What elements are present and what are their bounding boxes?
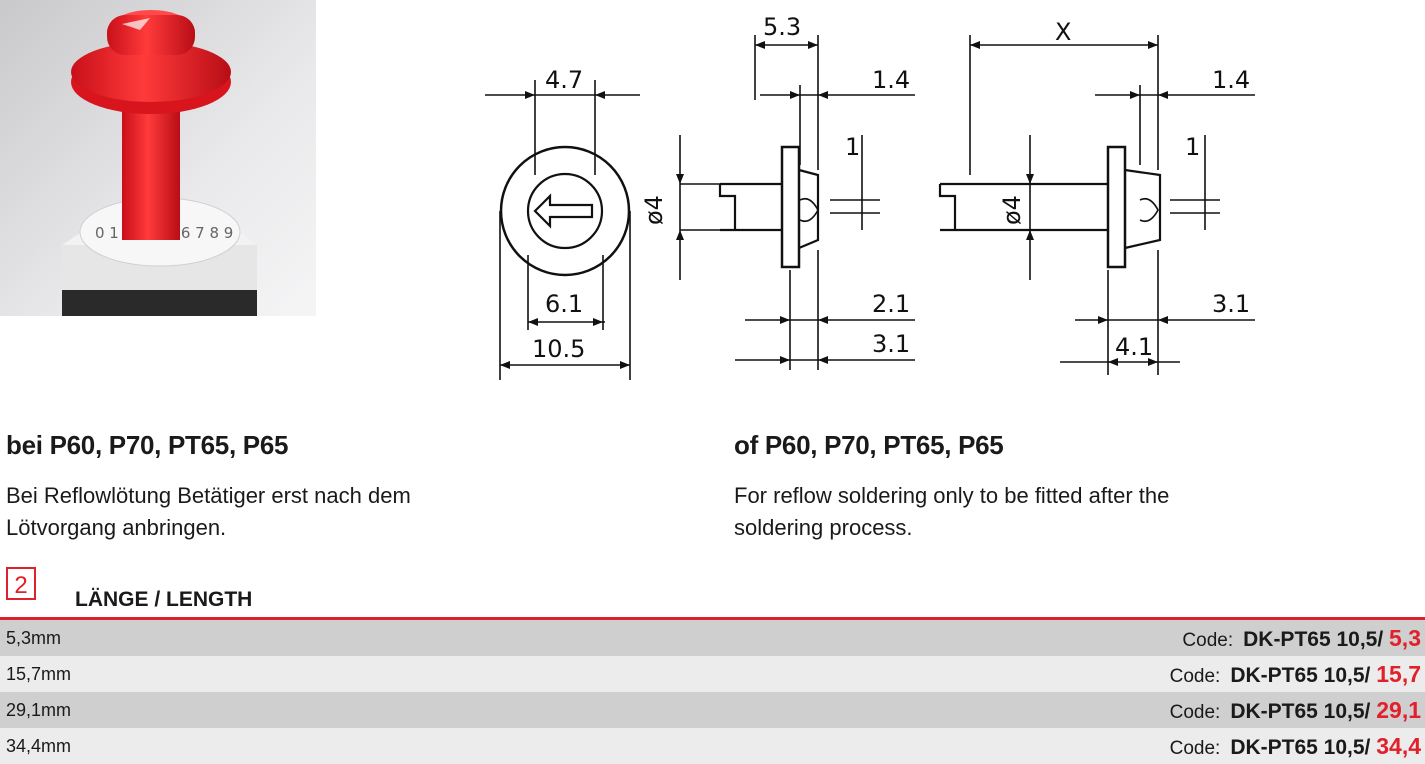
length-value: 29,1mm — [6, 699, 72, 720]
technical-drawing: 4.7 6.1 10.5 5.3 1.4 1 ø4 2.1 3.1 X 1.4 … — [485, 13, 1255, 380]
dim-6-1: 6.1 — [545, 290, 583, 318]
dim-1-4-long: 1.4 — [1212, 66, 1250, 94]
arrow-icon — [122, 18, 150, 30]
code-label: Code: — [1169, 701, 1221, 723]
code-value: DK-PT65 10,5/ — [1230, 663, 1377, 687]
dim-1-short: 1 — [845, 133, 860, 161]
heading-de: bei P60, P70, PT65, P65 — [6, 430, 289, 460]
table-row: 34,4mm Code: DK-PT65 10,5/ 34,4 — [0, 728, 1425, 764]
length-table: 5,3mm Code: DK-PT65 10,5/ 5,3 15,7mm Code… — [0, 620, 1425, 764]
actuator-head — [71, 42, 231, 102]
body-text-de: Bei Reflowlötung Betätiger erst nach dem… — [6, 483, 411, 540]
code-suffix: 34,4 — [1376, 732, 1421, 759]
dim-1-4-short: 1.4 — [872, 66, 910, 94]
side-long-flange — [1106, 145, 1127, 269]
side-short-flange — [780, 145, 801, 269]
code-label: Code: — [1182, 629, 1234, 651]
code-suffix: 29,1 — [1376, 696, 1421, 723]
heading-en: of P60, P70, PT65, P65 — [734, 430, 1004, 460]
dim-10-5: 10.5 — [532, 335, 585, 363]
section-number: 2 — [6, 567, 36, 600]
dim-5-3: 5.3 — [763, 13, 801, 41]
dim-4-7: 4.7 — [545, 66, 583, 94]
section-divider — [0, 617, 1425, 620]
dim-x: X — [1055, 18, 1071, 46]
dim-4-1: 4.1 — [1115, 333, 1153, 361]
table-row: 5,3mm Code: DK-PT65 10,5/ 5,3 — [0, 620, 1425, 656]
code-cell: Code: DK-PT65 10,5/ 29,1 — [1170, 697, 1421, 724]
front-view-outer — [499, 145, 631, 277]
code-cell: Code: DK-PT65 10,5/ 5,3 — [1182, 625, 1421, 652]
dim-diameter-long: ø4 — [998, 195, 1026, 225]
actuator-shaft — [122, 100, 180, 240]
length-value: 5,3mm — [6, 627, 62, 648]
length-value: 15,7mm — [6, 663, 72, 684]
table-row: 29,1mm Code: DK-PT65 10,5/ 29,1 — [0, 692, 1425, 728]
code-label: Code: — [1169, 665, 1221, 687]
dim-2-1: 2.1 — [872, 290, 910, 318]
front-view-inner — [526, 172, 604, 250]
dim-1-long: 1 — [1185, 133, 1200, 161]
code-cell: Code: DK-PT65 10,5/ 15,7 — [1170, 661, 1421, 688]
table-row: 15,7mm Code: DK-PT65 10,5/ 15,7 — [0, 656, 1425, 692]
length-value: 34,4mm — [6, 735, 72, 756]
dim-3-1-short: 3.1 — [872, 330, 910, 358]
dim-diameter-short: ø4 — [640, 195, 668, 225]
arrow-icon — [533, 193, 594, 229]
body-text-en: For reflow soldering only to be fitted a… — [734, 483, 1170, 540]
code-suffix: 15,7 — [1376, 660, 1421, 687]
section-title: LÄNGE / LENGTH — [75, 588, 253, 611]
code-value: DK-PT65 10,5/ — [1230, 699, 1377, 723]
code-cell: Code: DK-PT65 10,5/ 34,4 — [1170, 733, 1421, 760]
code-suffix: 5,3 — [1389, 624, 1421, 651]
dim-3-1-long: 3.1 — [1212, 290, 1250, 318]
code-value: DK-PT65 10,5/ — [1243, 627, 1390, 651]
code-value: DK-PT65 10,5/ — [1230, 735, 1377, 759]
product-photo: 0 1 2 3 4 5 6 7 8 9 — [0, 0, 316, 316]
code-label: Code: — [1169, 737, 1221, 759]
